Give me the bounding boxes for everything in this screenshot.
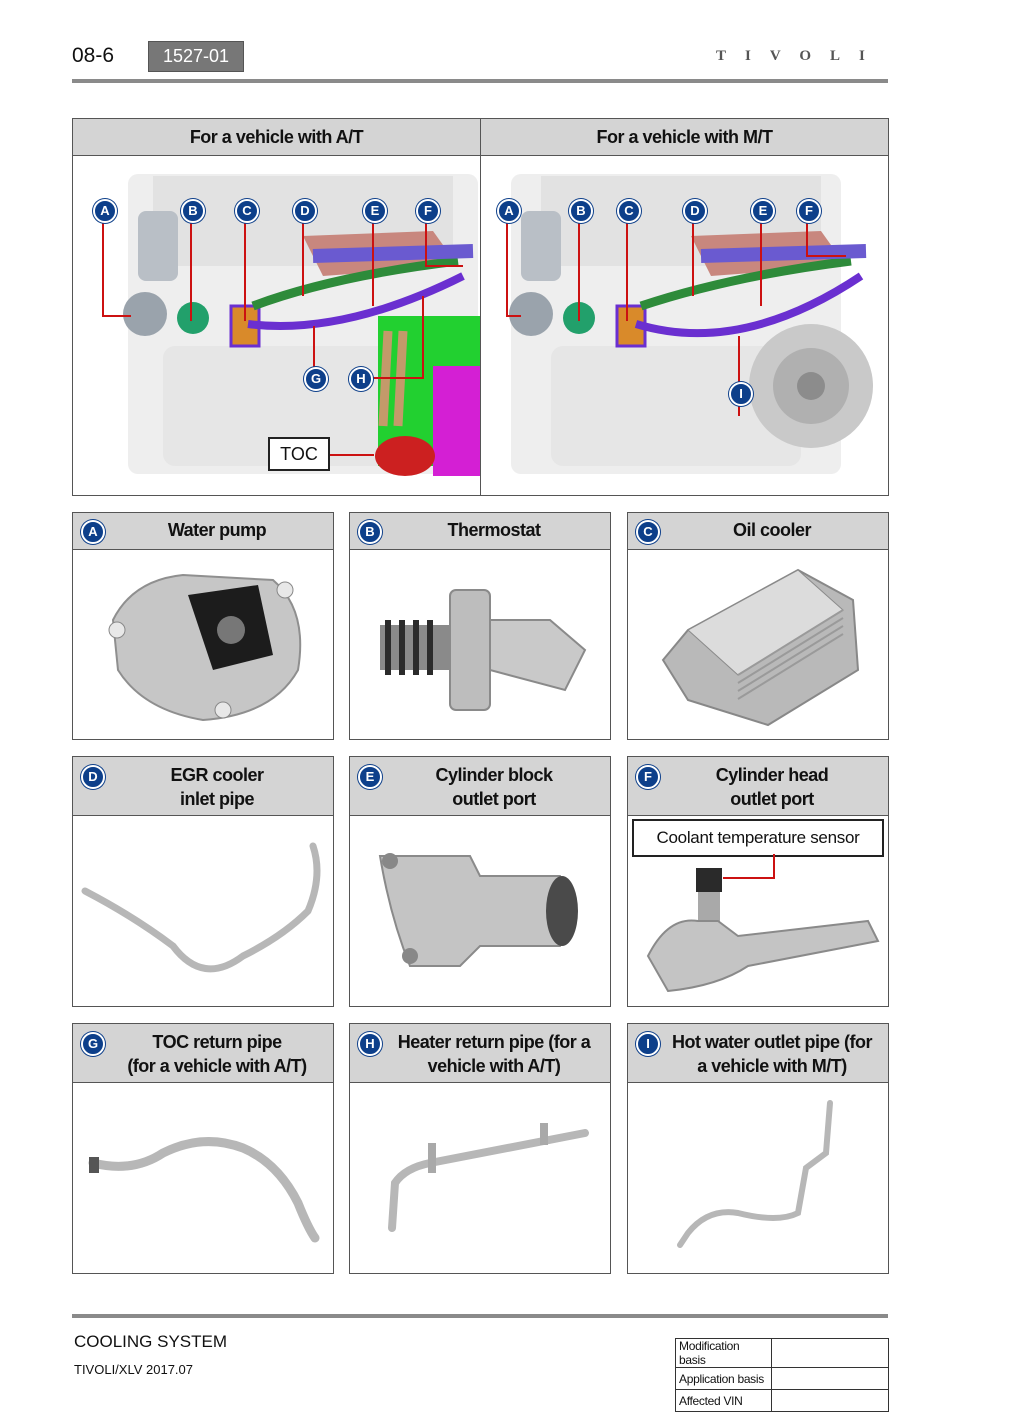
cylinder-block-port-image [378,853,578,967]
footer-model: TIVOLI/XLV 2017.07 [74,1362,193,1377]
card-title-line-2: (for a vehicle with A/T) [127,1056,307,1076]
info-value [771,1389,889,1412]
footer-section-title: COOLING SYSTEM [74,1332,228,1351]
marker-mt-a: A [497,199,521,223]
badge-g: G [81,1032,105,1056]
engine-overview: For a vehicle with A/T For a vehicle wit… [72,118,889,496]
badge-c: C [636,520,660,544]
info-label: Modification basis [675,1338,772,1368]
card-title-line-1: TOC return pipe [152,1032,282,1052]
marker-at-h: H [349,367,373,391]
marker-mt-d: D [683,199,707,223]
marker-at-f: F [416,199,440,223]
card-title-line-1: Cylinder block [435,765,553,785]
component-card-cylinder-block-outlet-port: E Cylinder block outlet port [349,756,611,1007]
marker-at-a: A [93,199,117,223]
card-title: Oil cooler [732,520,812,540]
cylinder-head-port-image [646,854,880,993]
card-header: H Heater return pipe (for a vehicle with… [350,1024,610,1083]
section-code: 1527-01 [148,41,244,72]
badge-i: I [636,1032,660,1056]
card-header: D EGR cooler inlet pipe [73,757,333,816]
marker-at-d: D [293,199,317,223]
header-rule [72,79,888,83]
brand-name: TIVOLI [716,48,884,64]
engine-illustration-at [123,174,480,476]
marker-at-c: C [235,199,259,223]
marker-mt-i: I [729,382,753,406]
revision-info-table: Modification basis Application basis Aff… [675,1338,889,1412]
card-title-line-1: Heater return pipe (for a [397,1032,591,1052]
card-title-line-1: EGR cooler [170,765,264,785]
toc-label: TOC [268,437,330,471]
toc-return-pipe-image [88,1137,320,1243]
info-value [771,1338,889,1368]
heater-return-pipe-image [388,1123,589,1232]
badge-h: H [358,1032,382,1056]
component-card-thermostat: B Thermostat [349,512,611,740]
table-row: Application basis [675,1367,889,1390]
badge-a: A [81,520,105,544]
component-card-oil-cooler: C Oil cooler [627,512,889,740]
egr-pipe-image [81,842,321,973]
component-card-water-pump: A Water pump [72,512,334,740]
overview-title-mt: For a vehicle with M/T [481,119,888,156]
card-header: B Thermostat [350,513,610,550]
card-title: Thermostat [447,520,541,540]
marker-at-g: G [304,367,328,391]
card-header: G TOC return pipe (for a vehicle with A/… [73,1024,333,1083]
page-number: 08-6 [72,44,115,67]
leader-lines-mt [506,211,846,416]
thermostat-image [380,589,587,711]
badge-b: B [358,520,382,544]
coolant-temperature-sensor-callout: Coolant temperature sensor [632,819,884,857]
card-header: I Hot water outlet pipe (for a vehicle w… [628,1024,888,1083]
component-card-egr-cooler-inlet-pipe: D EGR cooler inlet pipe [72,756,334,1007]
overview-title-at: For a vehicle with A/T [73,119,480,156]
card-title-line-2: outlet port [730,789,814,809]
card-title-line-2: outlet port [452,789,536,809]
table-row: Affected VIN [675,1389,889,1412]
oil-cooler-image [661,568,860,727]
badge-d: D [81,765,105,789]
card-header: C Oil cooler [628,513,888,550]
card-title-line-2: vehicle with A/T) [427,1056,561,1076]
component-card-hot-water-outlet-pipe: I Hot water outlet pipe (for a vehicle w… [627,1023,889,1274]
card-header: A Water pump [73,513,333,550]
card-header: E Cylinder block outlet port [350,757,610,816]
card-header: F Cylinder head outlet port [628,757,888,816]
marker-at-e: E [363,199,387,223]
info-label: Application basis [675,1367,772,1390]
info-label: Affected VIN [675,1389,772,1412]
card-title: Water pump [167,520,267,540]
badge-f: F [636,765,660,789]
marker-mt-c: C [617,199,641,223]
table-row: Modification basis [675,1338,889,1368]
hot-water-outlet-pipe-image [677,1100,833,1248]
marker-mt-b: B [569,199,593,223]
component-card-cylinder-head-outlet-port: F Cylinder head outlet port Coolant temp… [627,756,889,1007]
marker-mt-e: E [751,199,775,223]
component-card-heater-return-pipe: H Heater return pipe (for a vehicle with… [349,1023,611,1274]
marker-mt-f: F [797,199,821,223]
card-title-line-1: Cylinder head [715,765,829,785]
info-value [771,1367,889,1390]
card-title-line-2: inlet pipe [179,789,255,809]
marker-at-b: B [181,199,205,223]
card-title-line-1: Hot water outlet pipe (for [672,1032,873,1052]
card-title-line-2: a vehicle with M/T) [697,1056,847,1076]
badge-e: E [358,765,382,789]
overview-divider [480,119,481,495]
footer-rule [72,1314,888,1318]
component-card-toc-return-pipe: G TOC return pipe (for a vehicle with A/… [72,1023,334,1274]
water-pump-image [108,573,302,722]
